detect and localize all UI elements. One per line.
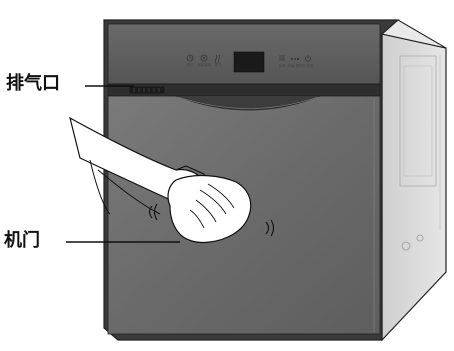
control-panel: 预约 功能选择 蒸汽 菜单 开始/暂停 xyxy=(108,24,380,84)
dots-icon[interactable] xyxy=(291,58,299,60)
vent-callout-label: 排气口 xyxy=(6,75,60,93)
clock-icon-label: 预约 xyxy=(187,62,194,67)
power-icon-label: 开/关机 xyxy=(302,63,314,68)
digital-display xyxy=(234,52,264,72)
grid-dots-icon-label: 菜单 xyxy=(279,63,286,68)
gear-icon-label: 功能选择 xyxy=(197,62,211,67)
dots-icon-label: 开始/暂停 xyxy=(288,63,303,68)
grid-dots-icon[interactable] xyxy=(279,55,284,60)
door-callout-label: 机门 xyxy=(4,232,40,250)
steam-icon-label: 蒸汽 xyxy=(215,62,222,67)
vent-strip xyxy=(108,84,380,96)
